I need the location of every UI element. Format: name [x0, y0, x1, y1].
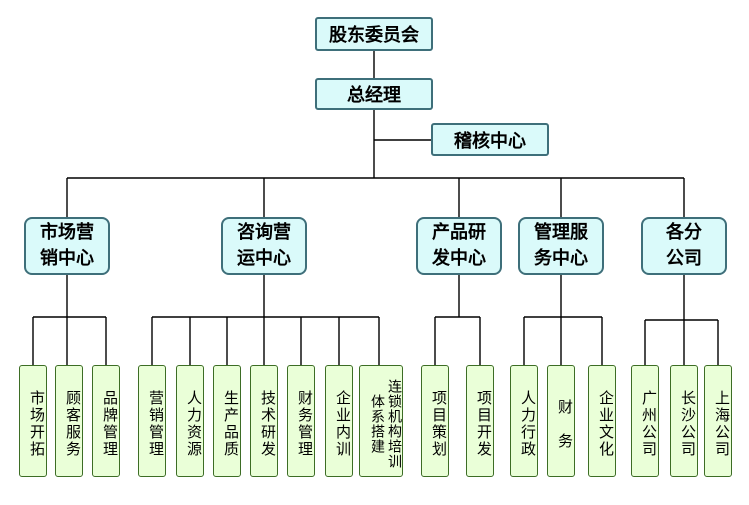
unit-box: 上海公司 — [704, 365, 732, 477]
audit-center-box: 稽核中心 — [431, 123, 549, 156]
unit-box: 技术研发 — [250, 365, 278, 477]
unit-box: 企业内训 — [325, 365, 353, 477]
unit-box: 品牌管理 — [92, 365, 120, 477]
dept-marketing-box: 市场营 销中心 — [24, 217, 110, 275]
unit-box: 营销管理 — [138, 365, 166, 477]
unit-box: 企业文化 — [588, 365, 616, 477]
unit-box: 顾客服务 — [55, 365, 83, 477]
unit-box: 人力资源 — [176, 365, 204, 477]
dept-consulting-box: 咨询营 运中心 — [221, 217, 307, 275]
unit-box: 广州公司 — [631, 365, 659, 477]
unit-box: 财 务 — [547, 365, 575, 477]
unit-box: 生产品质 — [213, 365, 241, 477]
unit-box: 财务管理 — [287, 365, 315, 477]
board-box: 股东委员会 — [315, 17, 433, 51]
dept-management-service-box: 管理服 务中心 — [518, 217, 604, 275]
unit-box: 项目策划 — [421, 365, 449, 477]
unit-box: 连锁机构培训体系搭建 — [359, 365, 403, 477]
general-manager-box: 总经理 — [315, 78, 433, 110]
unit-box: 人力行政 — [510, 365, 538, 477]
dept-product-dev-box: 产品研 发中心 — [416, 217, 502, 275]
unit-box: 市场开拓 — [19, 365, 47, 477]
unit-box: 项目开发 — [466, 365, 494, 477]
unit-box: 长沙公司 — [670, 365, 698, 477]
dept-branches-box: 各分 公司 — [641, 217, 727, 275]
